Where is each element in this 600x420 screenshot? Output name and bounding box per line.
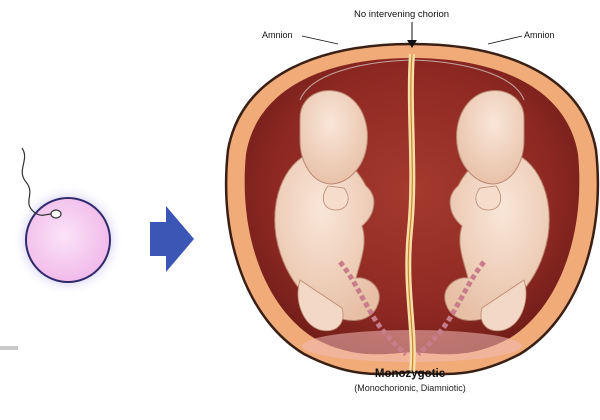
diagram-subtitle: (Monochorionic, Diamniotic)	[0, 383, 600, 393]
amnion-right-pointer	[488, 36, 522, 44]
amnion-left-label: Amnion	[262, 30, 293, 40]
left-edge-bar	[0, 346, 18, 350]
fetus-left-arm	[323, 186, 348, 210]
arrow-icon	[150, 206, 194, 272]
amnion-right-label: Amnion	[524, 30, 555, 40]
ovum-with-sperm	[12, 148, 124, 296]
ovum	[26, 198, 110, 282]
fetus-right-arm	[476, 186, 501, 210]
diagram-title: Monozygotic	[0, 368, 600, 380]
sperm-head	[51, 210, 61, 218]
no-intervening-chorion-label: No intervening chorion	[354, 9, 449, 20]
amnion-left-pointer	[302, 36, 338, 44]
